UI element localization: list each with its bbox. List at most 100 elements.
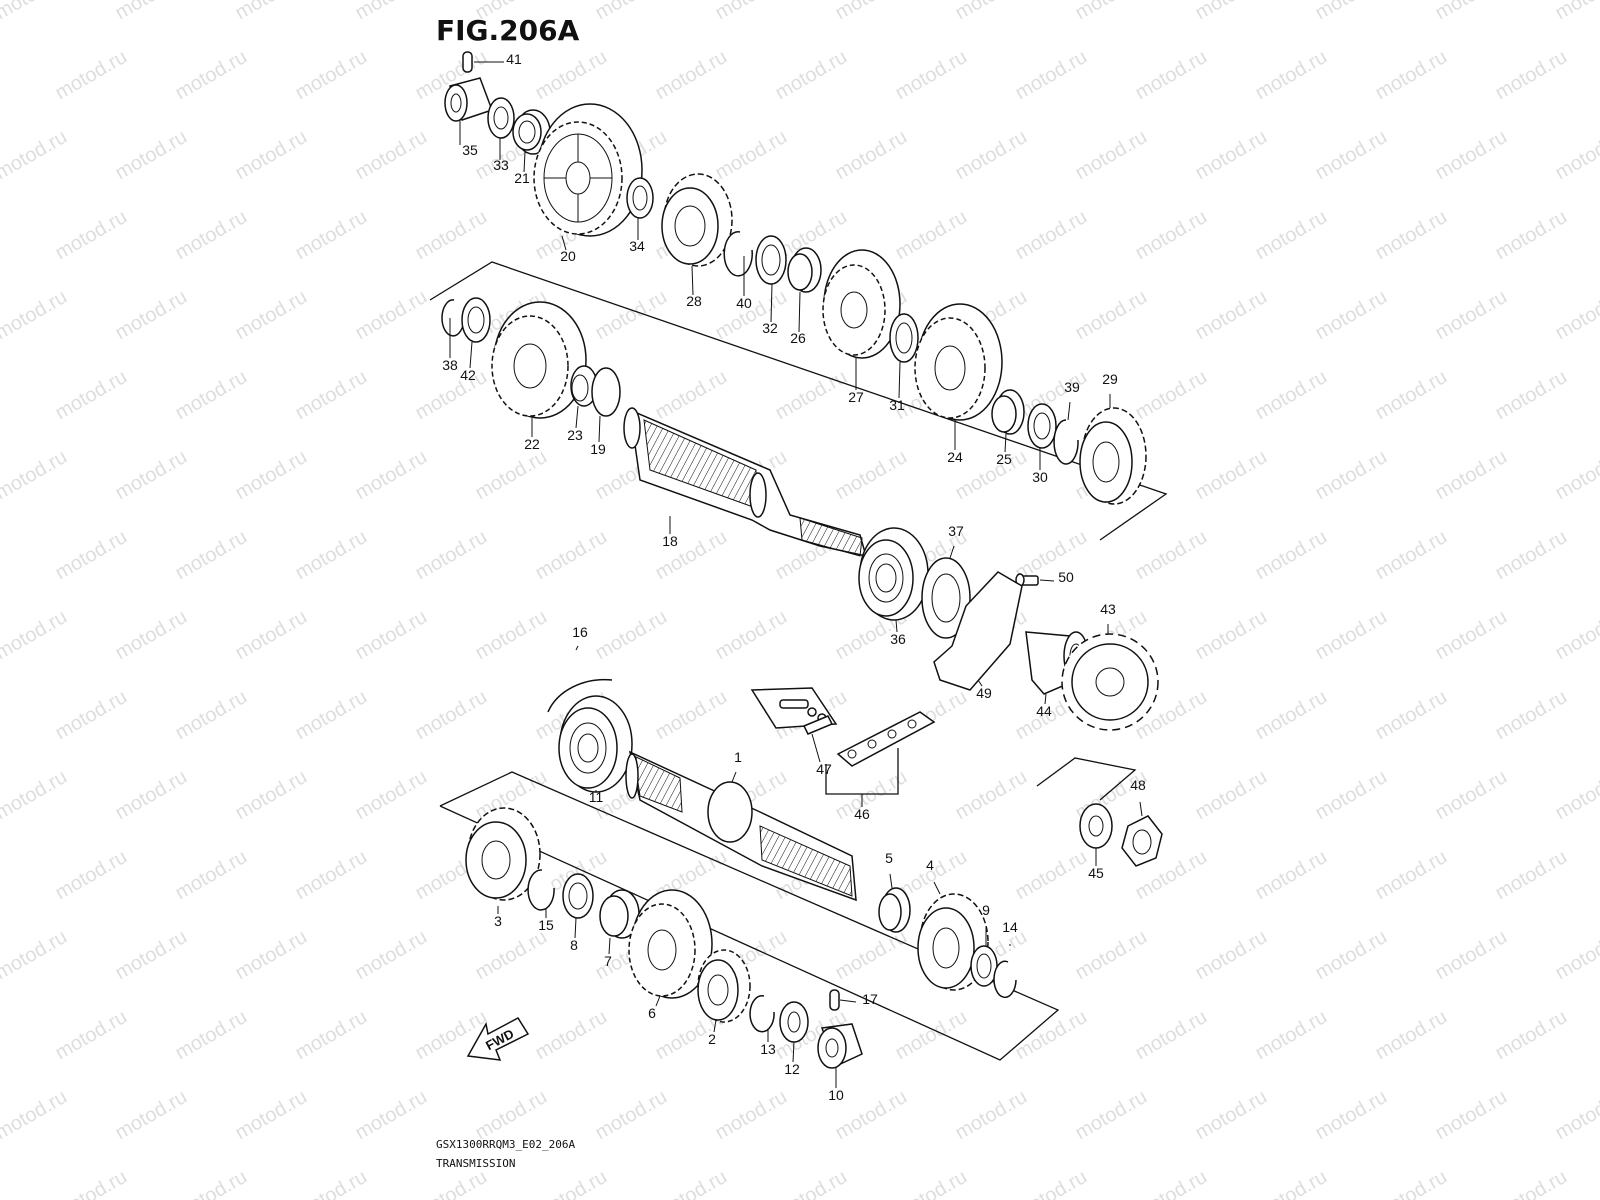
watermark-text: motod.ru — [1492, 206, 1571, 265]
watermark-text: motod.ru — [652, 366, 731, 425]
leader-line-21 — [523, 151, 526, 173]
watermark-text: motod.ru — [1492, 846, 1571, 905]
watermark-text: motod.ru — [832, 766, 911, 825]
watermark-text: motod.ru — [232, 766, 311, 825]
watermark-text: motod.ru — [592, 286, 671, 345]
watermark-text: motod.ru — [52, 206, 131, 265]
watermark-text: motod.ru — [1252, 526, 1331, 585]
watermark-text: motod.ru — [172, 206, 251, 265]
watermark-text: motod.ru — [1552, 1086, 1600, 1145]
callout-35: 35 — [462, 142, 478, 158]
watermark-text: motod.ru — [772, 366, 851, 425]
watermark-text: motod.ru — [1432, 446, 1511, 505]
watermark-text: motod.ru — [952, 446, 1031, 505]
watermark-text: motod.ru — [592, 1086, 671, 1145]
callout-21: 21 — [514, 170, 530, 186]
chain-46 — [836, 711, 936, 767]
circlip-40 — [723, 231, 753, 277]
leader-line-49 — [977, 679, 983, 687]
watermark-text: motod.ru — [412, 1166, 491, 1200]
callout-36: 36 — [890, 631, 906, 647]
callout-50: 50 — [1058, 569, 1074, 585]
callout-16: 16 — [572, 624, 588, 640]
watermark-text: motod.ru — [1492, 1006, 1571, 1065]
watermark-text: motod.ru — [352, 926, 431, 985]
washer-33 — [487, 97, 515, 139]
chain-joint-47 — [750, 687, 838, 735]
watermark-text: motod.ru — [1012, 846, 1091, 905]
watermark-text: motod.ru — [1432, 1086, 1511, 1145]
watermark-text: motod.ru — [52, 846, 131, 905]
watermark-text: motod.ru — [52, 46, 131, 105]
watermark-text: motod.ru — [0, 0, 71, 24]
watermark-text: motod.ru — [52, 686, 131, 745]
callout-17: 17 — [862, 991, 878, 1007]
watermark-text: motod.ru — [832, 446, 911, 505]
leader-line-47 — [811, 733, 821, 763]
callout-1: 1 — [734, 749, 742, 765]
leader-line-48 — [1139, 801, 1143, 817]
watermark-text: motod.ru — [472, 1086, 551, 1145]
callout-10: 10 — [828, 1087, 844, 1103]
callout-11: 11 — [589, 789, 604, 805]
watermark-text: motod.ru — [832, 126, 911, 185]
watermark-text: motod.ru — [172, 1006, 251, 1065]
needle-bearing-21 — [512, 109, 551, 155]
watermark-text: motod.ru — [232, 0, 311, 24]
gear-22 — [491, 301, 587, 419]
bushing-35 — [444, 77, 493, 122]
callout-23: 23 — [567, 427, 583, 443]
watermark-text: motod.ru — [1312, 766, 1391, 825]
watermark-text: motod.ru — [352, 126, 431, 185]
callout-44: 44 — [1036, 703, 1052, 719]
callout-15: 15 — [538, 917, 554, 933]
watermark-text: motod.ru — [532, 1006, 611, 1065]
pin-17 — [829, 989, 840, 1011]
watermark-text: motod.ru — [172, 846, 251, 905]
watermark-text: motod.ru — [1192, 1086, 1271, 1145]
callout-37: 37 — [948, 523, 964, 539]
watermark-text: motod.ru — [1552, 606, 1600, 665]
callout-12: 12 — [784, 1061, 800, 1077]
counter-shaft-parts — [441, 51, 1159, 731]
circlip-39 — [1053, 419, 1079, 465]
leader-line-5 — [889, 873, 893, 889]
watermark-text: motod.ru — [1432, 0, 1511, 24]
watermark-text: motod.ru — [232, 446, 311, 505]
watermark-text: motod.ru — [1312, 1086, 1391, 1145]
leader-line-16 — [575, 645, 579, 651]
watermark-text: motod.ru — [1372, 366, 1451, 425]
watermark-text: motod.ru — [532, 526, 611, 585]
watermark-text: motod.ru — [1312, 286, 1391, 345]
watermark-text: motod.ru — [832, 926, 911, 985]
leader-line-19 — [598, 415, 601, 443]
watermark-text: motod.ru — [712, 126, 791, 185]
watermark-text: motod.ru — [292, 846, 371, 905]
watermark-text: motod.ru — [52, 1166, 131, 1200]
callout-29: 29 — [1102, 371, 1118, 387]
watermark-text: motod.ru — [1132, 206, 1211, 265]
watermark-text: motod.ru — [352, 766, 431, 825]
watermark-text: motod.ru — [1372, 46, 1451, 105]
callout-49: 49 — [976, 685, 992, 701]
watermark-text: motod.ru — [892, 206, 971, 265]
figure-code: GSX1300RRQM3_E02_206A — [436, 1138, 576, 1151]
callout-6: 6 — [648, 1005, 656, 1021]
watermark-text: motod.ru — [1252, 1006, 1331, 1065]
watermark-text: motod.ru — [412, 366, 491, 425]
gear-20 — [533, 103, 643, 237]
washer-12 — [779, 1001, 809, 1043]
watermark-text: motod.ru — [292, 46, 371, 105]
watermark-text: motod.ru — [1372, 686, 1451, 745]
callout-30: 30 — [1032, 469, 1048, 485]
callout-24: 24 — [947, 449, 963, 465]
watermark-text: motod.ru — [1252, 686, 1331, 745]
leader-line-1 — [731, 771, 737, 783]
assembly-frames — [429, 261, 1168, 1061]
watermark-text: motod.ru — [952, 126, 1031, 185]
watermark-text: motod.ru — [352, 0, 431, 24]
watermark-text: motod.ru — [472, 446, 551, 505]
watermark-text: motod.ru — [352, 1086, 431, 1145]
watermark-text: motod.ru — [112, 0, 191, 24]
washer-8 — [562, 873, 594, 919]
